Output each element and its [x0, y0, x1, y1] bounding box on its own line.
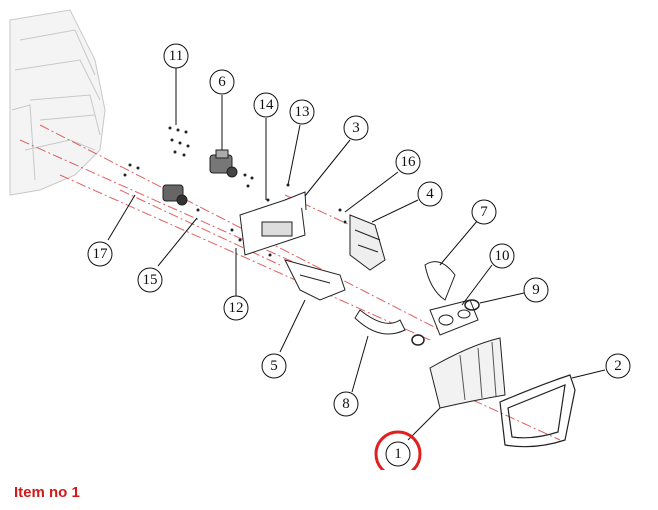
callout-15-label: 15 [143, 272, 158, 288]
part-15-knob [162, 184, 188, 206]
highlight-ring [374, 430, 422, 470]
callout-9-label: 9 [532, 282, 540, 298]
main-housing-body [9, 9, 106, 196]
callout-13: 13 [289, 99, 315, 125]
part-2-frame [499, 374, 576, 448]
callout-1[interactable]: 1 [374, 430, 422, 470]
leader-lines [107, 68, 606, 441]
part-10-button-panel [429, 299, 479, 336]
part-6-knob [209, 149, 238, 178]
exploded-parts-diagram: 11 6 14 13 3 16 4 7 10 9 2 17 [9, 9, 631, 470]
callout-6-label: 6 [218, 74, 226, 90]
callout-3: 3 [343, 115, 369, 141]
callout-3-label: 3 [352, 120, 360, 136]
callout-7-label: 7 [480, 204, 488, 220]
callout-4-label: 4 [426, 186, 434, 202]
callout-14: 14 [253, 92, 279, 118]
callout-1-label: 1 [394, 446, 402, 462]
callout-4: 4 [417, 181, 443, 207]
callout-14-label: 14 [259, 97, 275, 113]
callout-10: 10 [489, 243, 515, 269]
item-caption: Item no 1 [14, 484, 80, 501]
callout-7: 7 [471, 199, 497, 225]
callout-6: 6 [209, 69, 235, 95]
part-5-lower-shell [284, 259, 346, 301]
callout-16-label: 16 [401, 154, 417, 170]
part-1-front-cover [429, 337, 506, 409]
callout-11-label: 11 [169, 48, 183, 64]
part-9-ring [464, 299, 480, 311]
callout-2-label: 2 [614, 358, 622, 374]
callout-5-label: 5 [270, 358, 278, 374]
fasteners [123, 126, 347, 257]
callout-12: 12 [223, 295, 249, 321]
callout-17-label: 17 [93, 246, 109, 262]
callout-17: 17 [87, 241, 113, 267]
callout-9: 9 [523, 277, 549, 303]
callout-12-label: 12 [229, 300, 244, 316]
callout-11: 11 [163, 43, 189, 69]
callout-13-label: 13 [295, 104, 310, 120]
callout-8: 8 [333, 391, 359, 417]
part-3-bracket [239, 191, 307, 256]
callout-10-label: 10 [495, 248, 510, 264]
part-8-trim [354, 309, 406, 335]
callout-15: 15 [137, 267, 163, 293]
part-4-switch-assembly [349, 214, 386, 271]
callout-16: 16 [395, 149, 421, 175]
callout-5: 5 [261, 353, 287, 379]
callout-2: 2 [605, 353, 631, 379]
small-ring [411, 334, 425, 346]
callout-8-label: 8 [342, 396, 350, 412]
part-7-lens [424, 261, 456, 301]
